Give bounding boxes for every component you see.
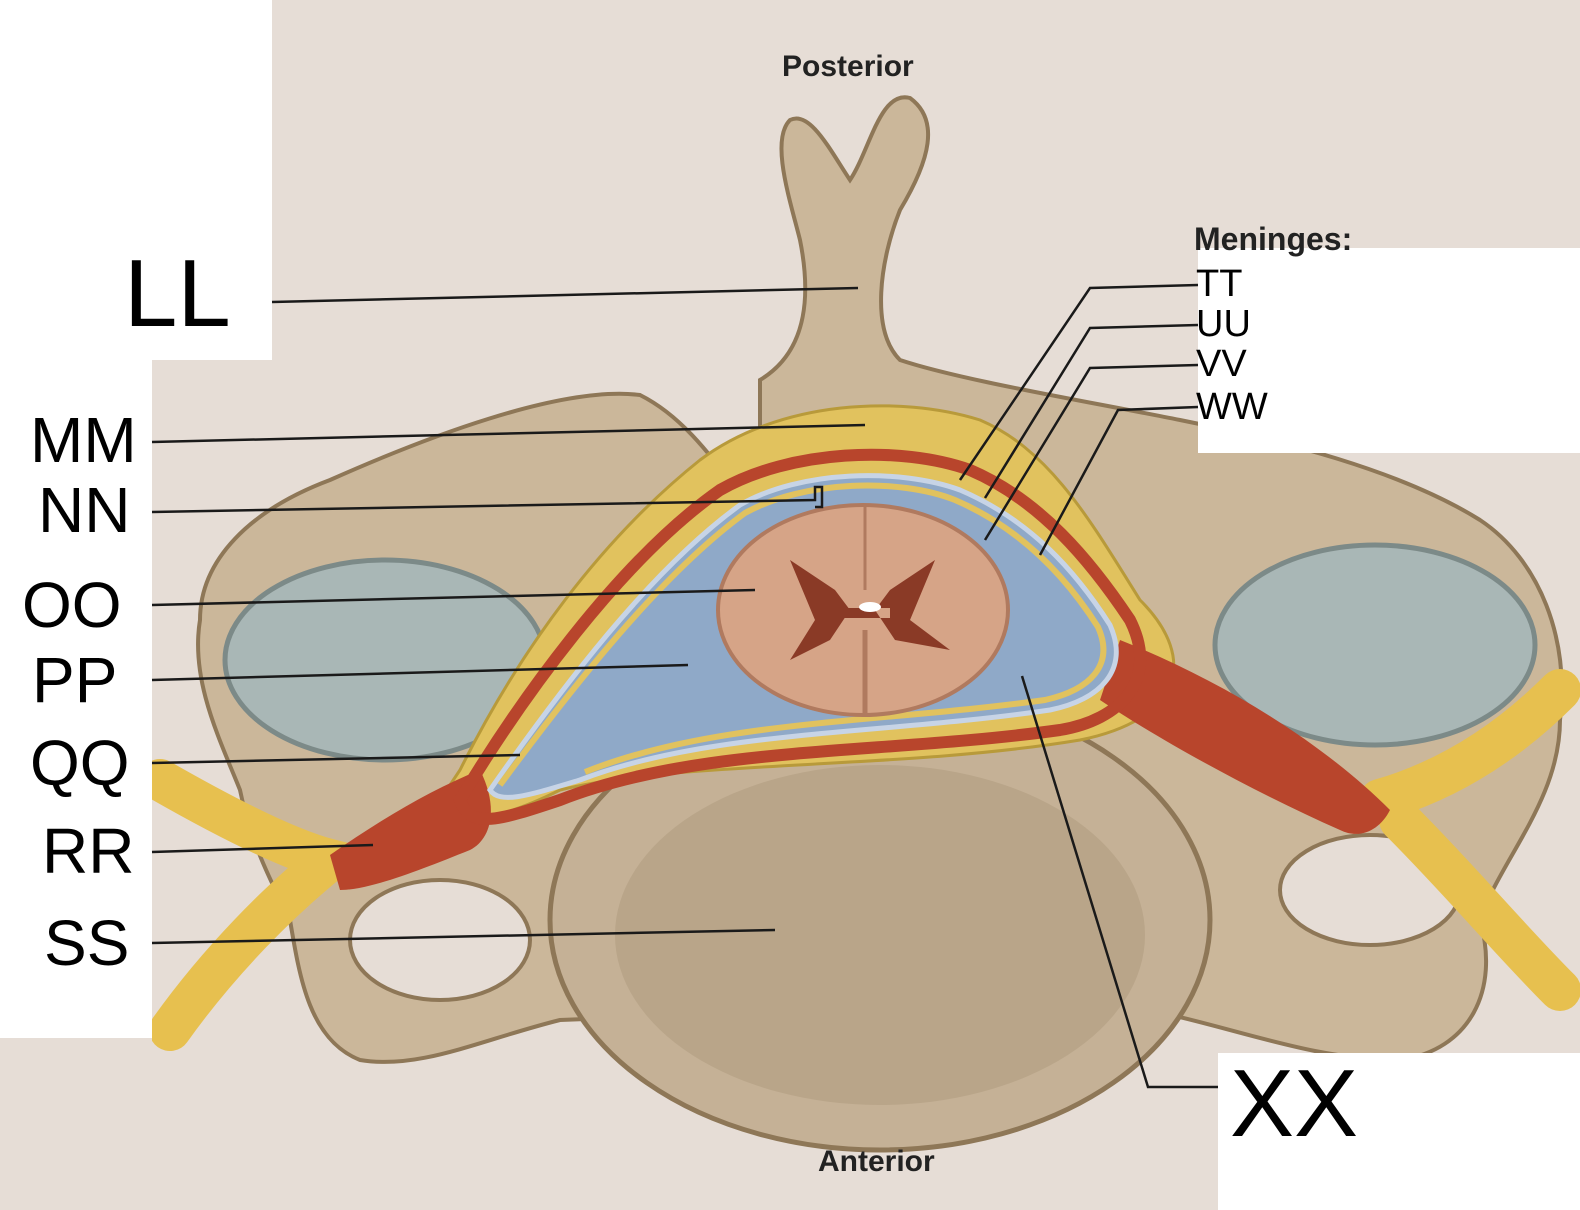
right-nerve-root-sheath [1100,640,1390,834]
label-xx: XX [1230,1050,1359,1157]
label-uu: UU [1196,303,1251,345]
leader-line-mm [151,423,866,444]
label-rr: RR [42,815,135,887]
leader-line-ww [1038,405,1199,556]
leader-line-ss [151,928,776,945]
label-tt: TT [1196,263,1243,305]
label-panel-top-left [0,0,272,360]
leader-line-rr [151,843,374,854]
leader-line-ll [271,286,859,304]
label-oo: OO [22,569,122,641]
label-pp: PP [32,644,118,716]
vertebral-body-cancellous [615,765,1145,1105]
leader-line-uu [983,323,1199,499]
label-qq: QQ [30,727,130,799]
leader-line-oo [151,588,756,607]
orientation-posterior-label: Posterior [782,50,914,83]
orientation-anterior-label: Anterior [818,1145,935,1178]
leader-line-nn [151,485,824,514]
left-nerve-root-sheath [330,770,491,890]
label-panel-left [0,360,152,1038]
right-spinal-nerve [1359,669,1580,1011]
leader-lines [151,283,1218,1089]
label-panel-bottom-right [1218,1053,1580,1210]
left-spinal-nerve [139,759,377,1051]
label-ss: SS [44,907,130,979]
label-vv: VV [1196,343,1247,385]
dura-mater [453,448,1147,825]
left-transverse-foramen [348,878,532,1002]
label-ll: LL [124,240,231,347]
label-panel-bottom-left [0,1038,152,1210]
label-ww: WW [1196,386,1268,428]
label-mm: MM [30,404,137,476]
label-nn: NN [38,474,131,546]
label-panel-right [1198,248,1580,453]
leader-line-vv [983,363,1199,541]
arachnoid-layer [497,482,1107,787]
leader-line-qq [151,753,521,765]
central-canal [859,602,881,612]
right-articular-facet [1212,542,1538,748]
meninges-heading: Meninges: [1194,221,1353,257]
leader-line-tt [958,283,1199,481]
leader-line-xx [1020,675,1218,1089]
leader-line-pp [151,663,689,682]
